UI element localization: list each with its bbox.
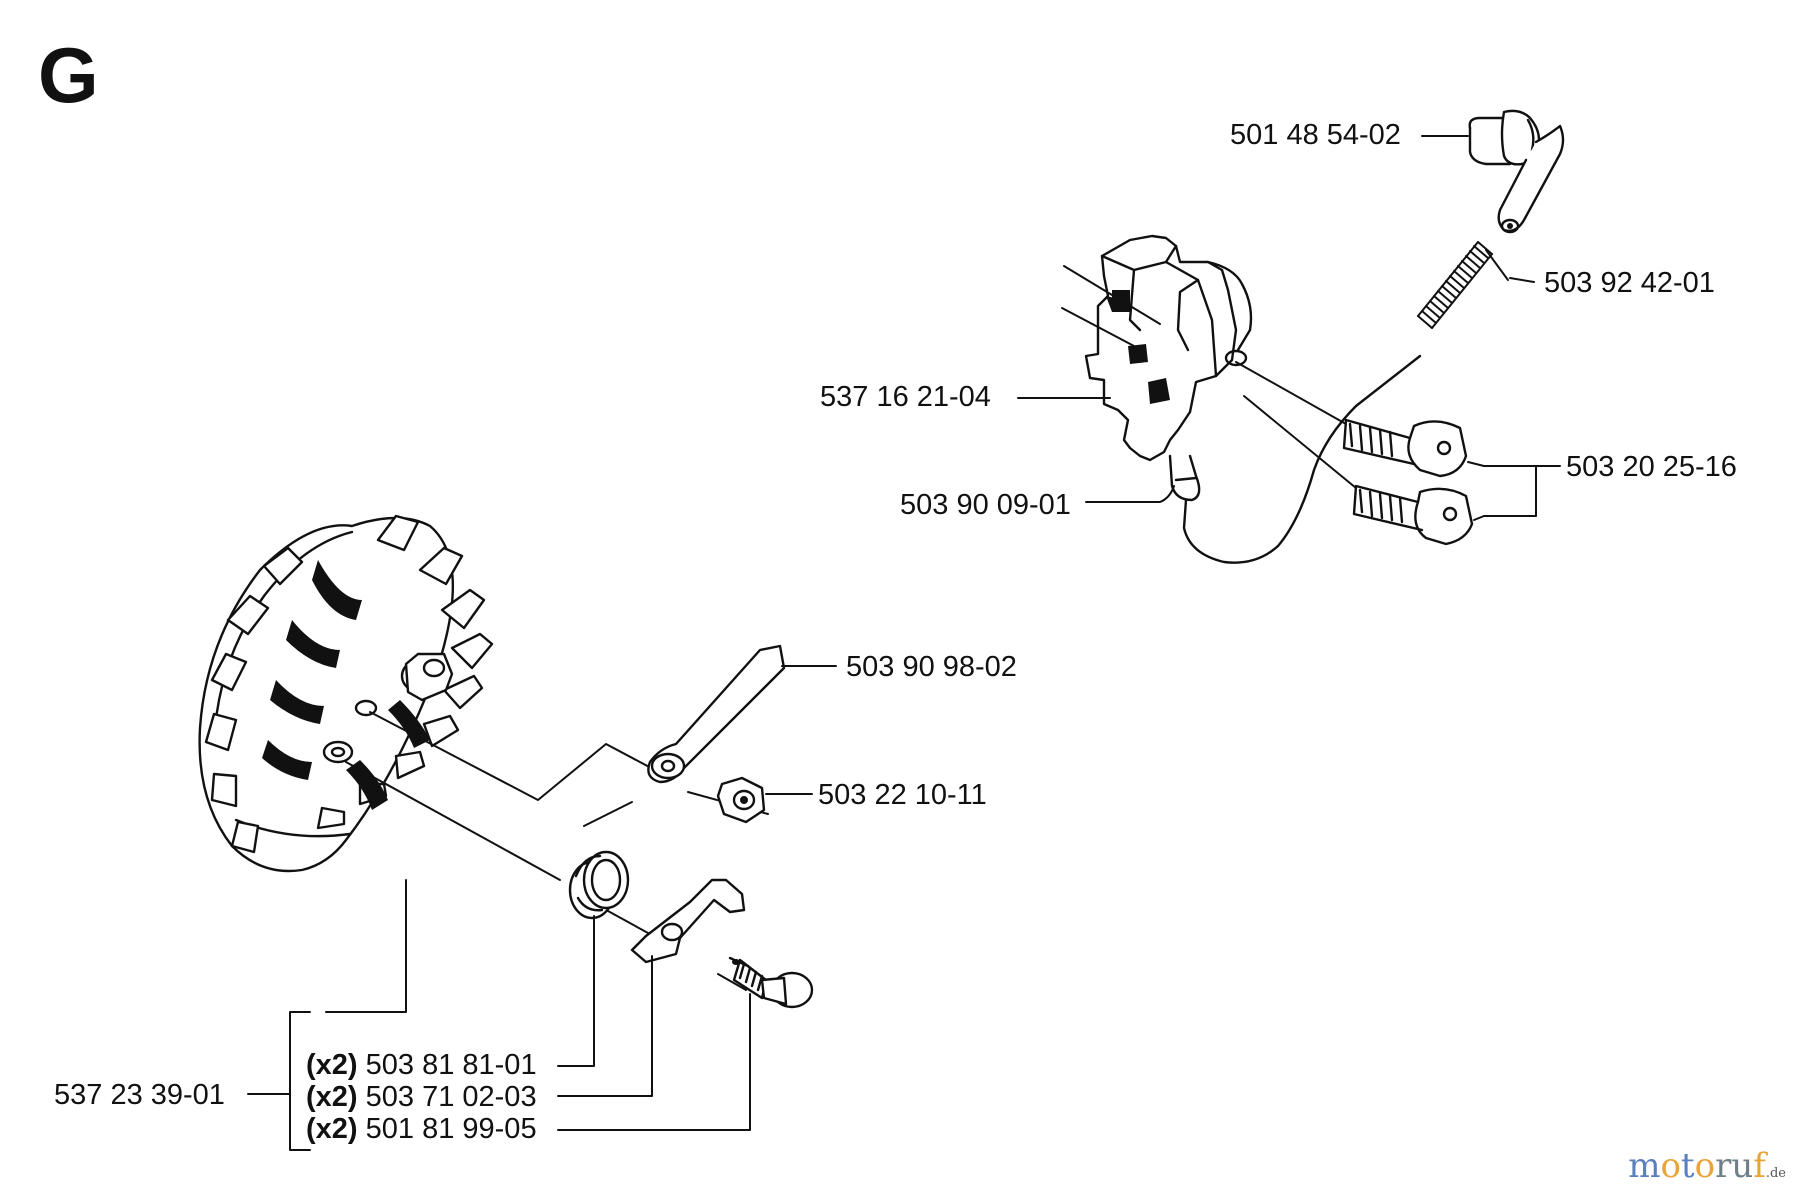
watermark-letter: o [1694,1146,1716,1186]
label-pawl: 503 71 02-03 [365,1081,537,1113]
leader-lines [247,135,1561,1151]
flywheel-drawing [198,514,494,873]
label-washer: 503 90 98-02 [846,651,1017,683]
watermark-letter: t [1680,1146,1695,1186]
watermark-letter: f [1753,1146,1766,1186]
quantity-label: (x2) [306,1049,358,1081]
ignition-axes [1061,265,1357,489]
label-row-pawl-spring: (x2) 503 81 81-01 [306,1048,537,1082]
watermark-letter: o [1660,1146,1681,1186]
label-ignition-module: 537 16 21-04 [820,381,991,413]
label-screws: 503 20 25-16 [1566,451,1737,483]
ignition-module-drawing [1084,234,1422,564]
spring-drawing [1417,241,1509,329]
washer-drawing [647,644,786,784]
label-spring: 503 92 42-01 [1544,267,1715,299]
quantity-label: (x2) [306,1113,358,1145]
watermark-domain: .de [1765,1166,1786,1181]
watermark-name: motoruf [1628,1146,1766,1186]
label-cable-grommet: 503 90 09-01 [900,489,1071,521]
section-letter: G [38,31,99,119]
watermark-letter: u [1731,1146,1754,1186]
pawl-pin-drawing [728,956,814,1009]
label-row-pawl: (x2) 503 71 02-03 [306,1080,537,1114]
label-row-pawl-pin: (x2) 501 81 99-05 [306,1112,537,1146]
nut-drawing [716,776,766,824]
label-pawl-spring: 503 81 81-01 [365,1049,537,1081]
screws-drawing [1342,418,1474,546]
label-nut: 503 22 10-11 [818,779,987,811]
watermark-logo: motoruf.de [1628,1146,1786,1194]
spark-plug-cap-drawing [1468,109,1565,234]
watermark-letter: r [1715,1146,1732,1186]
label-spark-plug-cap: 501 48 54-02 [1230,119,1401,151]
label-flywheel-kit: 537 23 39-01 [54,1079,225,1111]
watermark-letter: m [1628,1146,1661,1186]
pawl-drawing [630,878,746,964]
label-pawl-pin: 501 81 99-05 [365,1113,537,1145]
quantity-label: (x2) [306,1081,358,1113]
pawl-spring-drawing [568,850,630,920]
